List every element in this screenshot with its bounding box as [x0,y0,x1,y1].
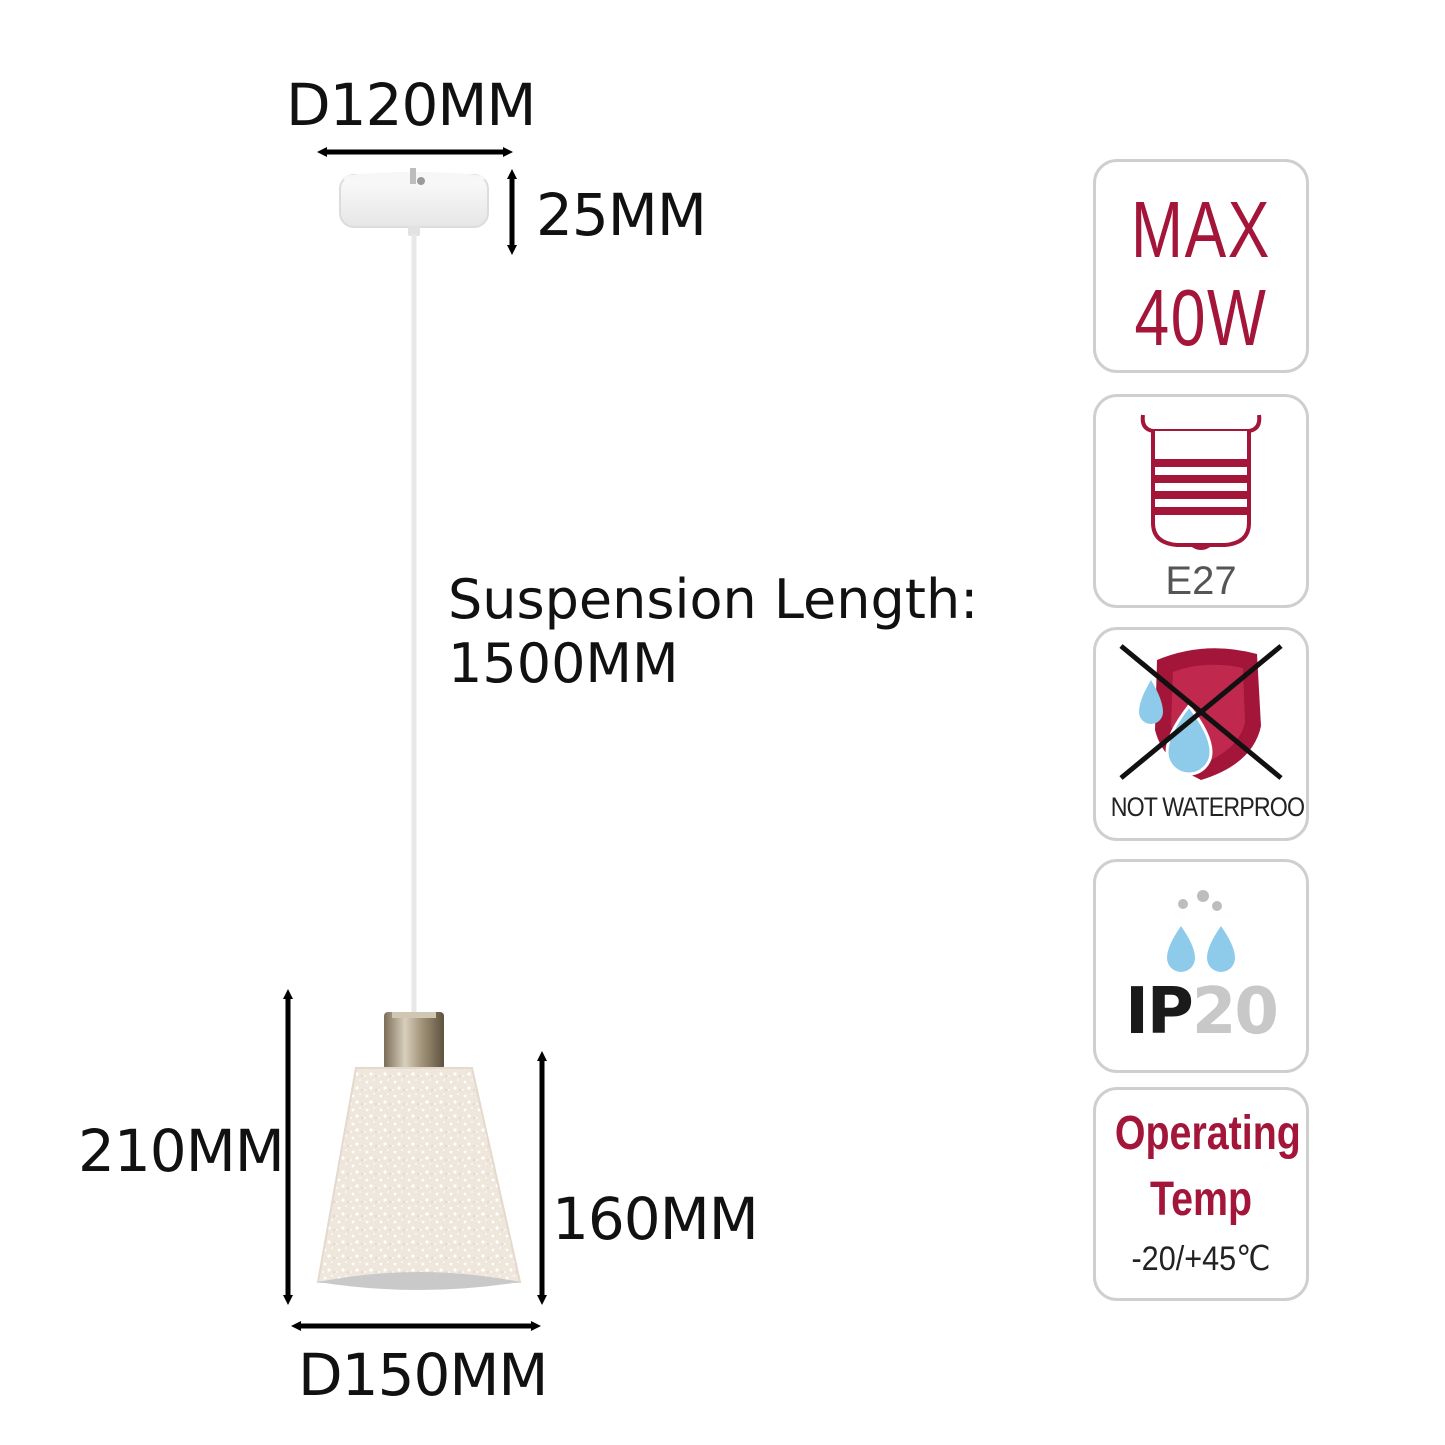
shade-diameter-label: D150MM [298,1341,548,1409]
shade-height-label: 160MM [552,1185,759,1253]
suspension-length-value: 1500MM [448,632,679,695]
water-drop-icon [1167,890,1235,972]
canopy-diameter-label: D120MM [286,71,536,139]
wattage-label: 40W [1134,273,1268,362]
total-height-label: 210MM [78,1117,285,1185]
ceiling-canopy [339,168,489,236]
bulb-base-icon [1140,414,1262,550]
waterproof-status-label: NOT WATERPROOF [1110,792,1309,822]
lamp-shade [316,1067,522,1290]
ip-rating-label: IP20 [1096,980,1306,1044]
ip-prefix: IP [1125,975,1194,1049]
cross-icon [1119,644,1283,780]
temp-range-label: -20/+45℃ [1131,1240,1271,1278]
water-drop-icon [1139,680,1213,776]
ip-rating-badge: IP20 [1093,859,1309,1073]
waterproof-badge: NOT WATERPROOF [1093,627,1309,841]
operating-label: Operating [1114,1107,1301,1160]
max-wattage-badge: MAX 40W [1093,159,1309,373]
canopy-height-label: 25MM [536,181,707,249]
bulb-base-badge: E27 [1093,394,1309,608]
base-type-label: E27 [1165,559,1237,603]
max-label: MAX [1131,185,1271,274]
temp-label: Temp [1149,1173,1253,1226]
operating-temp-badge: Operating Temp -20/+45℃ [1093,1087,1309,1301]
suspension-length-label: Suspension Length: [448,568,979,631]
lamp-holder [384,1012,444,1070]
ip-number: 20 [1191,975,1279,1049]
